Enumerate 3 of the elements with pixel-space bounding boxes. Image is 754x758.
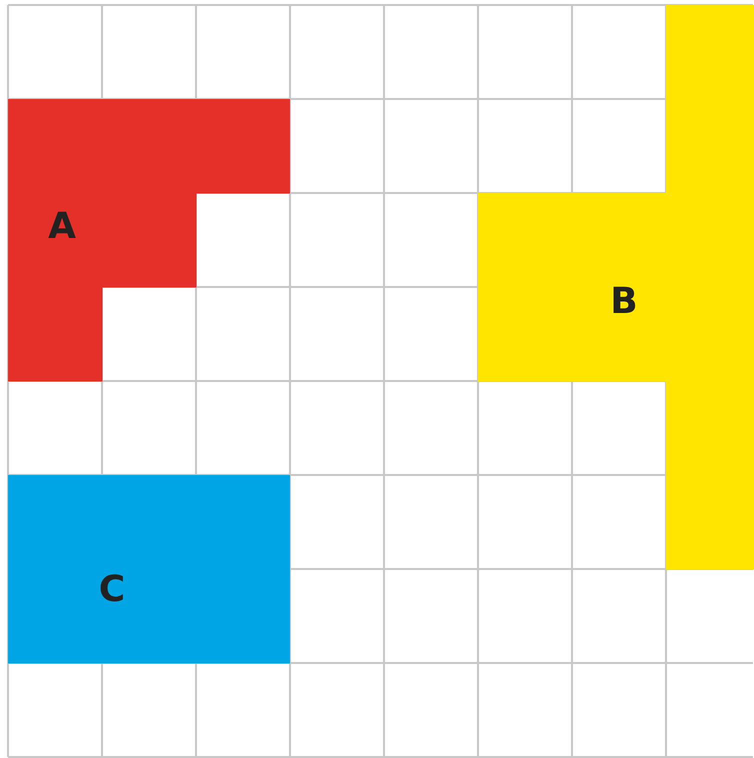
shape-letter: A: [48, 209, 76, 245]
shape-letter: C: [98, 572, 126, 608]
shape-letter: B: [610, 284, 638, 320]
